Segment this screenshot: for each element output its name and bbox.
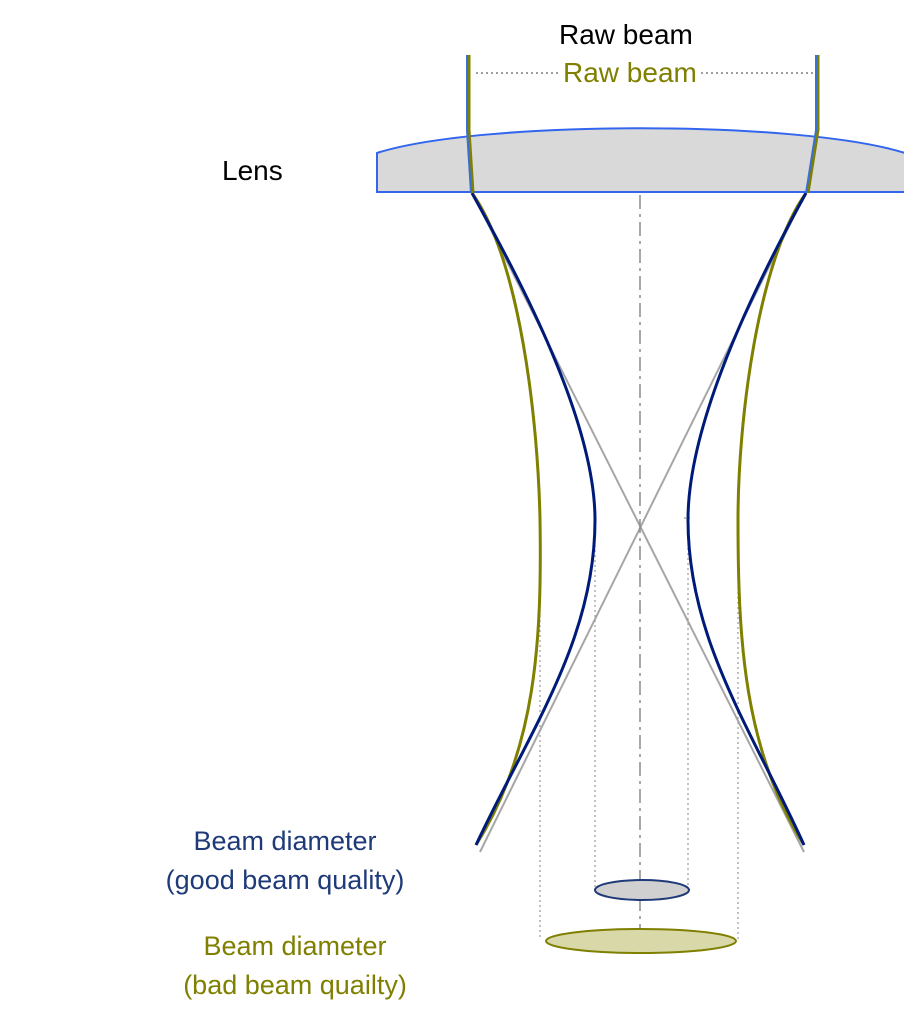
- good-beam-diameter-line1: Beam diameter: [193, 826, 377, 856]
- raw-beam-bad-left: [467, 55, 475, 194]
- bad-beam-focal-spot: [545, 928, 737, 954]
- good-beam-caustic-left: [470, 192, 597, 846]
- bad-beam-caustic-left: [470, 192, 542, 846]
- lens-label: Lens: [222, 155, 283, 186]
- raw-beam-good-right: [805, 55, 817, 194]
- good-beam-caustic-right: [686, 192, 808, 846]
- bad-beam-diameter-line1: Beam diameter: [203, 931, 387, 961]
- raw-beam-good-left: [466, 55, 472, 194]
- bad-beam-caustic-right: [736, 192, 808, 846]
- raw-beam-bad-label: Raw beam: [559, 59, 701, 87]
- good-beam-diameter-label: Beam diameter (good beam quality): [140, 828, 430, 894]
- good-beam-focal-spot: [594, 879, 690, 901]
- bad-beam-diameter-line2: (bad beam quailty): [183, 970, 407, 1000]
- lens: [376, 127, 904, 193]
- raw-beam-good-label: Raw beam: [559, 19, 693, 50]
- raw-beam-bad-right: [806, 55, 820, 194]
- good-beam-diameter-line2: (good beam quality): [165, 865, 405, 895]
- bad-beam-diameter-label: Beam diameter (bad beam quailty): [150, 933, 440, 999]
